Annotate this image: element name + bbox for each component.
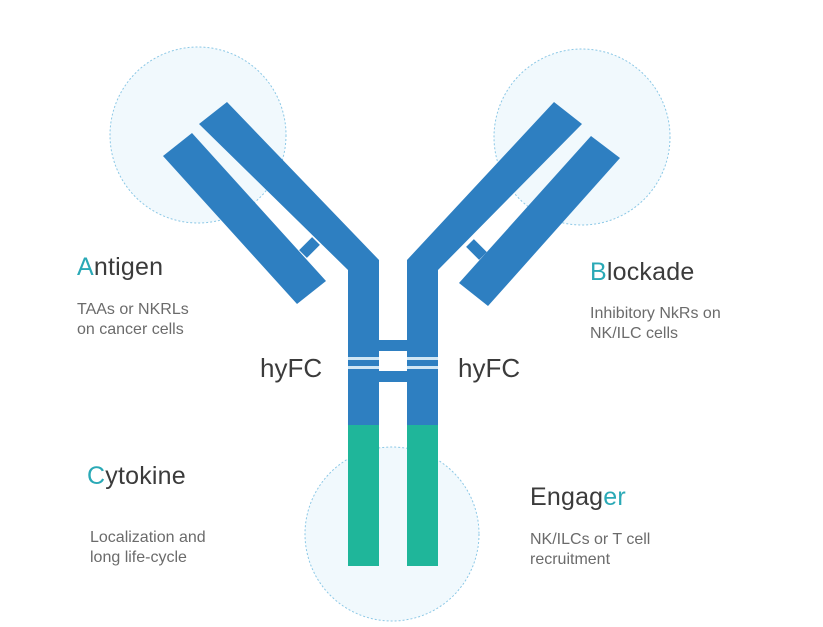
- engager-accent: er: [603, 483, 626, 511]
- left-heavy-chain-arm: [199, 102, 379, 288]
- right-arm-link: [466, 239, 487, 260]
- cytokine-initial: C: [87, 462, 106, 490]
- antigen-desc-line1: TAAs or NKRLs: [77, 301, 189, 318]
- right-heavy-chain-arm: [407, 102, 582, 288]
- right-light-chain: [459, 136, 620, 306]
- fc-domain-circle: [304, 446, 480, 622]
- cytokine-rest: ytokine: [105, 462, 186, 490]
- blockade-desc-line1: Inhibitory NkRs on: [590, 305, 721, 322]
- left-light-chain: [163, 133, 326, 304]
- engager-desc-line1: NK/ILCs or T cell: [530, 531, 651, 548]
- antigen-initial: A: [77, 253, 94, 281]
- engager-lead: Engag: [530, 483, 604, 511]
- left-arm-link: [299, 237, 320, 258]
- hinge-bridge: [379, 340, 407, 351]
- antigen-desc-line2: on cancer cells: [77, 321, 184, 338]
- engager-title: Engager: [530, 483, 626, 512]
- antigen-description: TAAs or NKRLs on cancer cells: [77, 300, 189, 340]
- hyfc-band-left-2: [348, 366, 379, 369]
- hyfc-band-left-1: [348, 357, 379, 360]
- blockade-description: Inhibitory NkRs on NK/ILC cells: [590, 304, 721, 344]
- engager-description: NK/ILCs or T cell recruitment: [530, 530, 650, 570]
- antigen-rest: ntigen: [93, 253, 164, 281]
- blockade-title: Blockade: [590, 258, 694, 287]
- hyfc-label-left: hyFC: [260, 353, 323, 383]
- cytokine-desc-line1: Localization and: [90, 529, 206, 546]
- cytokine-desc-line2: long life-cycle: [90, 549, 187, 566]
- cytokine-description: Localization and long life-cycle: [90, 528, 206, 568]
- antigen-title: Antigen: [77, 253, 163, 282]
- right-heavy-chain-lower: [407, 425, 438, 566]
- hinge-bridge-lower: [379, 371, 407, 382]
- blockade-desc-line2: NK/ILC cells: [590, 325, 679, 342]
- blockade-rest: lockade: [606, 258, 695, 286]
- hyfc-band-right-2: [407, 366, 438, 369]
- engager-desc-line2: recruitment: [530, 551, 611, 568]
- blockade-initial: B: [590, 258, 607, 286]
- hyfc-band-right-1: [407, 357, 438, 360]
- left-heavy-chain-lower: [348, 425, 379, 566]
- antigen-domain-circle: [109, 46, 287, 224]
- hyfc-label-right: hyFC: [458, 353, 521, 383]
- cytokine-title: Cytokine: [87, 462, 186, 491]
- blockade-domain-circle: [493, 48, 671, 226]
